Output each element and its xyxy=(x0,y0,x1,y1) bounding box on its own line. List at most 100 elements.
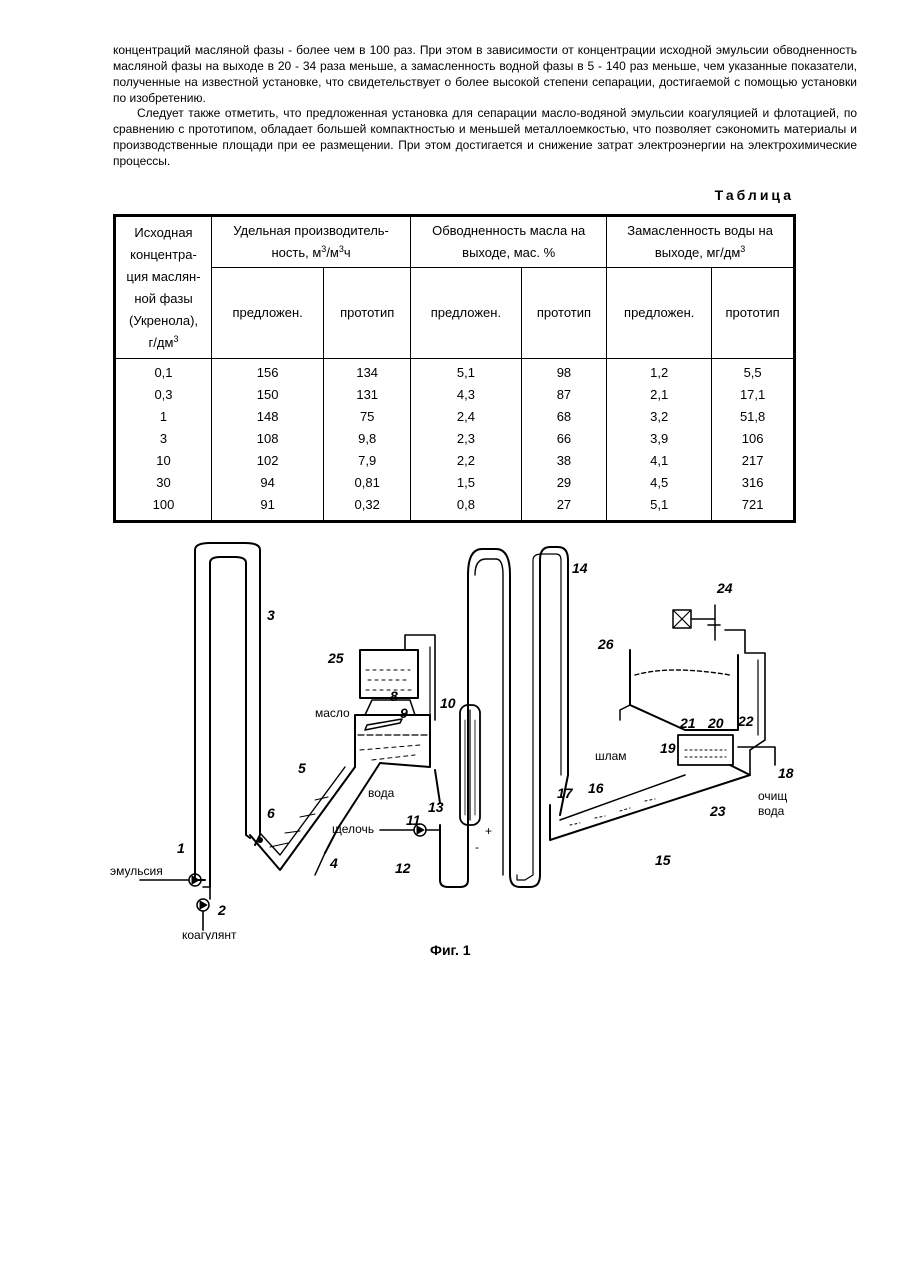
table-cell: 316 xyxy=(712,472,795,494)
label-8: 8 xyxy=(390,688,398,704)
label-plus: + xyxy=(485,824,492,838)
table-cell: 1 xyxy=(115,406,212,428)
col-group-productivity: Удельная производитель- ность, м3/м3ч xyxy=(212,216,411,268)
table-cell: 17,1 xyxy=(712,384,795,406)
table-cell: 100 xyxy=(115,494,212,522)
col-group-oil-water-content: Обводненность масла на выходе, мас. % xyxy=(411,216,607,268)
paragraph-2: Следует также отметить, что предложенная… xyxy=(113,105,857,169)
label-18: 18 xyxy=(778,765,794,781)
label-26: 26 xyxy=(597,636,614,652)
subheader-prototype: прототип xyxy=(324,268,411,359)
table-cell: 27 xyxy=(521,494,607,522)
table-cell: 9,8 xyxy=(324,428,411,450)
table-cell: 2,2 xyxy=(411,450,522,472)
table-cell: 0,1 xyxy=(115,359,212,385)
table-body: 0,11561345,1981,25,50,31501314,3872,117,… xyxy=(115,359,795,522)
table-row: 0,11561345,1981,25,5 xyxy=(115,359,795,385)
paragraph-1: концентраций масляной фазы - более чем в… xyxy=(113,42,857,106)
label-23: 23 xyxy=(709,803,726,819)
table-cell: 5,1 xyxy=(607,494,712,522)
label-17: 17 xyxy=(557,785,574,801)
subheader-prototype: прототип xyxy=(712,268,795,359)
label-15: 15 xyxy=(655,852,671,868)
figure-caption: Фиг. 1 xyxy=(430,942,471,958)
table-cell: 29 xyxy=(521,472,607,494)
table-cell: 75 xyxy=(324,406,411,428)
label-alkali: щелочь xyxy=(332,822,374,836)
label-4: 4 xyxy=(329,855,338,871)
label-25: 25 xyxy=(327,650,344,666)
label-19: 19 xyxy=(660,740,676,756)
label-emulsion: эмульсия xyxy=(110,864,163,878)
table-cell: 156 xyxy=(212,359,324,385)
label-1: 1 xyxy=(177,840,185,856)
table-cell: 1,2 xyxy=(607,359,712,385)
label-21: 21 xyxy=(679,715,696,731)
label-14: 14 xyxy=(572,560,588,576)
label-9: 9 xyxy=(400,705,408,721)
table-cell: 5,1 xyxy=(411,359,522,385)
table-cell: 721 xyxy=(712,494,795,522)
table-cell: 0,32 xyxy=(324,494,411,522)
table-cell: 0,81 xyxy=(324,472,411,494)
subheader-proposed: предложен. xyxy=(411,268,522,359)
table-cell: 94 xyxy=(212,472,324,494)
label-coagulant: коагулянт xyxy=(182,928,237,940)
label-22: 22 xyxy=(737,713,754,729)
col-group-water-oil-content: Замасленность воды на выходе, мг/дм3 xyxy=(607,216,795,268)
table-cell: 4,5 xyxy=(607,472,712,494)
label-20: 20 xyxy=(707,715,724,731)
table-cell: 0,8 xyxy=(411,494,522,522)
table-cell: 3 xyxy=(115,428,212,450)
label-sludge: шлам xyxy=(595,749,627,763)
table-cell: 5,5 xyxy=(712,359,795,385)
table-cell: 2,4 xyxy=(411,406,522,428)
table-cell: 131 xyxy=(324,384,411,406)
subheader-prototype: прототип xyxy=(521,268,607,359)
table-title: Таблица xyxy=(715,187,794,203)
table-cell: 87 xyxy=(521,384,607,406)
table-row: 0,31501314,3872,117,1 xyxy=(115,384,795,406)
table-cell: 66 xyxy=(521,428,607,450)
label-clean-1: очищ xyxy=(758,789,787,803)
subheader-proposed: предложен. xyxy=(607,268,712,359)
label-5: 5 xyxy=(298,760,306,776)
table-cell: 7,9 xyxy=(324,450,411,472)
label-water: вода xyxy=(368,786,395,800)
label-2: 2 xyxy=(217,902,226,918)
table-row: 100910,320,8275,1721 xyxy=(115,494,795,522)
table-cell: 1,5 xyxy=(411,472,522,494)
label-clean-2: вода xyxy=(758,804,785,818)
table-cell: 2,3 xyxy=(411,428,522,450)
table-cell: 10 xyxy=(115,450,212,472)
results-table: Исходная концентра- ция маслян- ной фазы… xyxy=(113,214,796,523)
table-cell: 0,3 xyxy=(115,384,212,406)
table-row: 31089,82,3663,9106 xyxy=(115,428,795,450)
table-cell: 150 xyxy=(212,384,324,406)
col-header-initial-concentration: Исходная концентра- ция маслян- ной фазы… xyxy=(115,216,212,359)
table-cell: 3,2 xyxy=(607,406,712,428)
table-row: 1148752,4683,251,8 xyxy=(115,406,795,428)
table-cell: 2,1 xyxy=(607,384,712,406)
table-cell: 38 xyxy=(521,450,607,472)
table-cell: 51,8 xyxy=(712,406,795,428)
label-6: 6 xyxy=(267,805,275,821)
table-cell: 106 xyxy=(712,428,795,450)
table-cell: 91 xyxy=(212,494,324,522)
label-minus: - xyxy=(475,840,479,854)
table-cell: 3,9 xyxy=(607,428,712,450)
diagram-labels: 1 2 3 4 5 6 8 9 10 11 12 13 14 15 16 17 … xyxy=(110,535,810,940)
table-cell: 4,1 xyxy=(607,450,712,472)
table-cell: 4,3 xyxy=(411,384,522,406)
table-cell: 30 xyxy=(115,472,212,494)
label-3: 3 xyxy=(267,607,275,623)
table-cell: 148 xyxy=(212,406,324,428)
table-row: 101027,92,2384,1217 xyxy=(115,450,795,472)
label-oil: масло xyxy=(315,706,350,720)
label-12: 12 xyxy=(395,860,411,876)
table-cell: 108 xyxy=(212,428,324,450)
table-row: 30940,811,5294,5316 xyxy=(115,472,795,494)
table-cell: 98 xyxy=(521,359,607,385)
table-cell: 217 xyxy=(712,450,795,472)
label-24: 24 xyxy=(716,580,733,596)
